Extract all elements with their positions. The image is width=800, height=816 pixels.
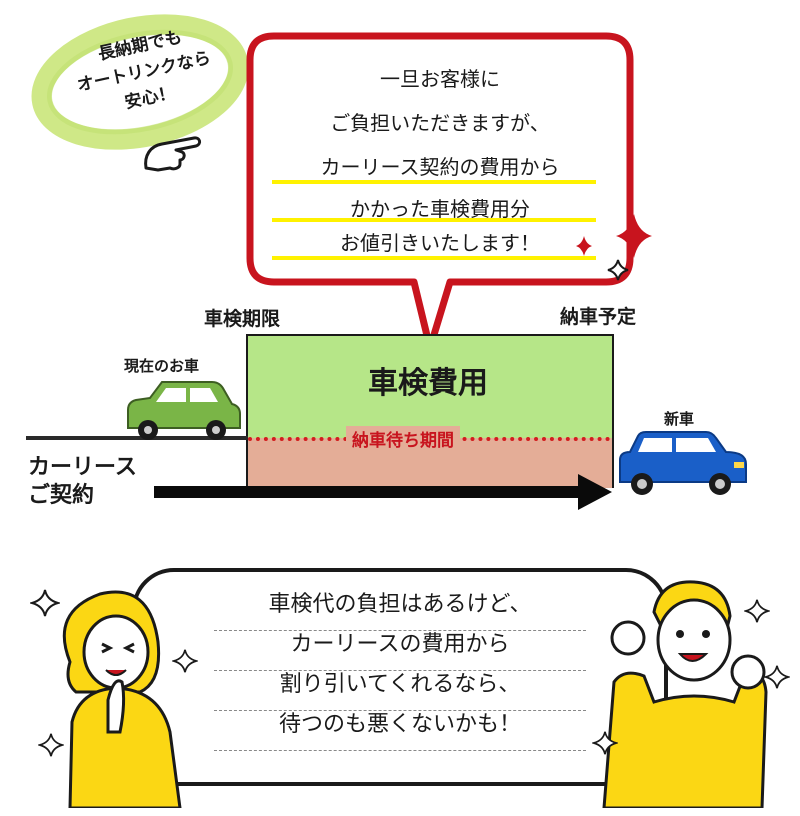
inspection-cost-label: 車検費用 (368, 366, 488, 401)
ground-line (26, 436, 248, 440)
bottom-bubble-line-2: カーリースの費用から (290, 632, 510, 657)
top-speech-bubble: 一旦お客様に ご負担いただきますが、 カーリース契約の費用から かかった車検費用… (252, 36, 628, 288)
small-sparkle-icon (172, 649, 198, 673)
lease-contract-line-2: ご契約 (28, 483, 95, 508)
new-car-icon (619, 431, 747, 495)
top-bubble-line-1: 一旦お客様に (380, 67, 500, 91)
dashed-separator-2 (214, 670, 586, 671)
current-car-icon (127, 381, 241, 440)
small-sparkle-icon (592, 731, 618, 755)
small-sparkle-icon (744, 599, 770, 623)
scribble-ellipse (31, 14, 249, 150)
current-car-label: 現在のお車 (124, 357, 200, 375)
top-bubble-line-2: ご負担いただきますが、 (330, 111, 550, 135)
bottom-bubble-line-4: 待つのも悪くないかも！ (278, 712, 521, 737)
delivery-scheduled-label: 納車予定 (560, 306, 637, 328)
highlight-underline-1 (272, 180, 596, 184)
bottom-bubble-line-1: 車検代の負担はあるけど、 (268, 592, 532, 617)
woman-character-icon (62, 590, 182, 808)
top-bubble-line-4: かかった車検費用分 (350, 197, 530, 221)
pointing-hand-icon (144, 136, 202, 172)
highlight-underline-2 (272, 218, 596, 222)
bottom-bubble-line-3: 割り引いてくれるなら、 (279, 672, 521, 697)
highlight-underline-3 (272, 256, 596, 260)
badge: 長納期でも オートリンクなら 安心！ (40, 18, 240, 138)
bottom-speech-bubble: 車検代の負担はあるけど、 カーリースの費用から 割り引いてくれるなら、 待つのも… (134, 590, 666, 770)
new-car-label: 新車 (664, 410, 695, 428)
lease-contract-line-1: カーリース (28, 455, 137, 480)
lease-contract-label: カーリース ご契約 (28, 454, 137, 510)
top-bubble-line-3: カーリース契約の費用から (320, 155, 560, 179)
small-sparkle-icon (764, 665, 790, 689)
dashed-separator-3 (214, 710, 586, 711)
inspection-deadline-label: 車検期限 (204, 308, 281, 330)
dashed-separator-4 (214, 750, 586, 751)
sparkle-icon (576, 214, 652, 281)
lease-arrow (154, 474, 612, 510)
small-sparkle-icon (30, 589, 60, 617)
top-bubble-line-5: お値引きいたします！ (340, 231, 540, 255)
man-character-icon (602, 580, 768, 808)
small-sparkle-icon (38, 733, 64, 757)
inspection-cost-area (246, 334, 614, 440)
dashed-separator-1 (214, 630, 586, 631)
waiting-period-label: 納車待ち期間 (346, 426, 460, 451)
badge-scribble (30, 10, 250, 160)
top-speech-bubble-shape (246, 32, 634, 352)
